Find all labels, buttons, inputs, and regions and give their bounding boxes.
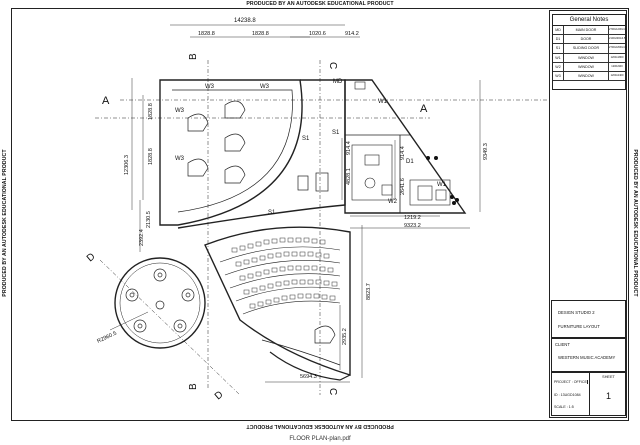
- general-notes-table: General Notes MD MAIN DOOR 2700x1200x4.5…: [552, 14, 627, 90]
- tag-d1: D1: [406, 159, 414, 165]
- note-desc: WINDOW: [564, 71, 609, 81]
- dim-8823: 8823.7: [366, 283, 372, 300]
- project-scale: SCALE : 1:5: [554, 405, 574, 409]
- dim-overall-top: 14238.8: [234, 18, 256, 24]
- dim-2935: 2935.2: [342, 328, 348, 345]
- note-code: W1: [553, 53, 564, 62]
- note-size: 2100x900x4.5: [609, 37, 626, 41]
- section-b-bottom: B: [188, 383, 199, 390]
- tag-s1-3: S1: [268, 210, 276, 216]
- tag-w3-1: W3: [205, 84, 215, 90]
- section-a-right: A: [420, 103, 428, 115]
- section-d-left: D: [85, 251, 98, 264]
- file-caption: FLOOR PLAN-plan.pdf: [289, 436, 351, 442]
- tag-w3-3: W3: [175, 108, 185, 114]
- note-row: W1 WINDOW 1200x1800: [553, 53, 625, 63]
- dim-914-b: 914.4: [400, 146, 406, 160]
- drawing-frame: [11, 8, 629, 421]
- dim-4828: 4828.1: [346, 168, 352, 185]
- client-name: WESTERN MUSIC ACADEMY: [558, 355, 616, 360]
- section-c-bottom: C: [327, 388, 338, 395]
- client-label: CLIENT: [555, 342, 570, 347]
- tag-w1-1: W1: [378, 99, 388, 105]
- dim-1219: 1219.2: [404, 215, 421, 221]
- note-desc: DOOR: [564, 35, 609, 44]
- dim-2392: 2392.4: [139, 229, 145, 246]
- dim-radius: R2960.5: [96, 331, 117, 345]
- dim-2641: 2641.6: [400, 178, 406, 195]
- note-desc: WINDOW: [564, 53, 609, 62]
- design-box: DESIGN STUDIO 2 FURNITURE LAYOUT: [551, 300, 626, 338]
- dim-1828-b: 1828.8: [252, 31, 269, 37]
- note-desc: WINDOW: [564, 62, 609, 71]
- note-desc: SLIDING DOOR: [564, 44, 609, 53]
- client-box: CLIENT WESTERN MUSIC ACADEMY: [551, 338, 626, 372]
- section-a-left: A: [102, 95, 110, 107]
- note-row: D1 DOOR 2100x900x4.5: [553, 35, 626, 45]
- section-b-top: B: [188, 53, 199, 60]
- dim-1828-a: 1828.8: [198, 31, 215, 37]
- section-c-top: C: [327, 62, 338, 69]
- dim-1828-left-b: 1828.8: [148, 148, 154, 165]
- note-size: 1200x1800: [610, 55, 624, 59]
- note-size: 2700x1800x4.5: [609, 46, 627, 50]
- dim-5694: 5694.3: [300, 374, 317, 380]
- note-row: S1 SLIDING DOOR 2700x1800x4.5: [553, 44, 627, 54]
- dim-1828-left-a: 1828.8: [148, 103, 154, 120]
- tag-w3-2: W3: [260, 84, 270, 90]
- note-row: W2 WINDOW 1200x900: [553, 62, 625, 72]
- note-size: 1200x900: [611, 64, 623, 68]
- note-code: MD: [553, 26, 564, 35]
- sheet-number: 1: [605, 391, 611, 401]
- tag-s1-2: S1: [302, 136, 310, 142]
- note-size: 2700x1200x4.5: [609, 28, 627, 31]
- general-notes-title: General Notes: [553, 15, 625, 26]
- dim-9323: 9323.2: [404, 223, 421, 229]
- dim-1020: 1020.6: [309, 31, 326, 37]
- sheet-box: SHEET 1: [589, 373, 627, 415]
- dim-2130: 2130.5: [146, 211, 152, 228]
- project-info-box: PROJECT : OFFICE ID : 13UGD1084 SCALE : …: [551, 372, 626, 416]
- project-type: PROJECT : OFFICE: [554, 380, 588, 384]
- dim-9349: 9349.3: [483, 143, 489, 160]
- educational-stamp-top: PRODUCED BY AN AUTODESK EDUCATIONAL PROD…: [246, 1, 394, 7]
- note-desc: MAIN DOOR: [564, 26, 609, 35]
- note-code: W2: [553, 62, 564, 71]
- dim-914-a: 914.4: [346, 141, 352, 155]
- design-subject: FURNITURE LAYOUT: [558, 324, 600, 329]
- note-size: 1200x2400: [610, 73, 624, 77]
- project-id: ID : 13UGD1084: [554, 393, 581, 397]
- sheet-label: SHEET: [602, 375, 615, 379]
- tag-w1-2: W1: [437, 182, 447, 188]
- note-code: W3: [553, 71, 564, 81]
- note-row: W3 WINDOW 1200x2400: [553, 71, 625, 82]
- note-code: S1: [553, 44, 564, 53]
- tag-md: MD: [333, 79, 343, 85]
- tag-s1-1: S1: [332, 130, 340, 136]
- note-code: D1: [553, 35, 564, 44]
- design-studio: DESIGN STUDIO 2: [558, 310, 595, 315]
- dim-914-top: 914.2: [345, 31, 359, 37]
- tag-w2: W2: [388, 199, 398, 205]
- dim-12306: 12306.3: [124, 155, 130, 175]
- tag-w3-4: W3: [175, 156, 185, 162]
- section-d-bottom: D: [213, 389, 226, 402]
- note-row: MD MAIN DOOR 2700x1200x4.5: [553, 26, 627, 36]
